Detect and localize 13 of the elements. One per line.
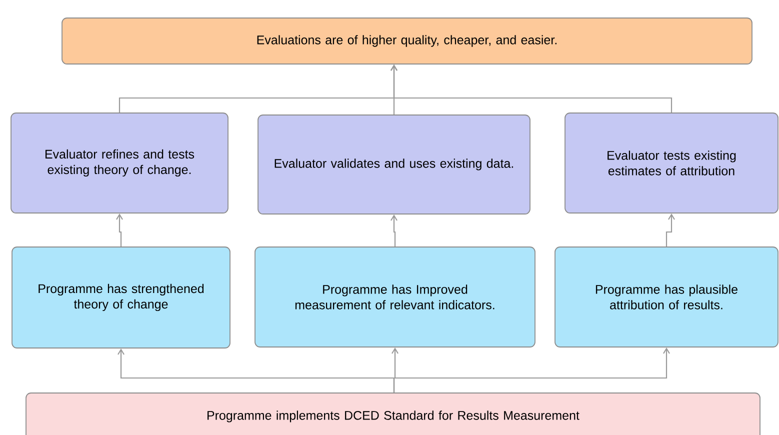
programme-box: Programme has plausible attribution of results. [554,246,778,348]
arrow [390,214,398,247]
arrow [666,213,675,247]
evaluator-box: Evaluator validates and uses existing data. [258,114,530,214]
programme-box: Programme has strengthened theory of change [12,246,230,348]
arrow [393,347,670,393]
programme-box: Programme has Improved measurement of relevant indicators. [254,246,536,348]
evaluator-box: Evaluator refines and tests existing theory of change. [10,112,228,214]
arrow [390,64,672,113]
standard-box: Programme implements DCED Standard for Results Measurement [26,392,760,435]
evaluator-box: Evaluator tests existing estimates of attribution [564,112,778,214]
arrow [116,213,123,247]
result-box: Evaluations are of higher quality, cheaper, and easier. [62,18,752,64]
